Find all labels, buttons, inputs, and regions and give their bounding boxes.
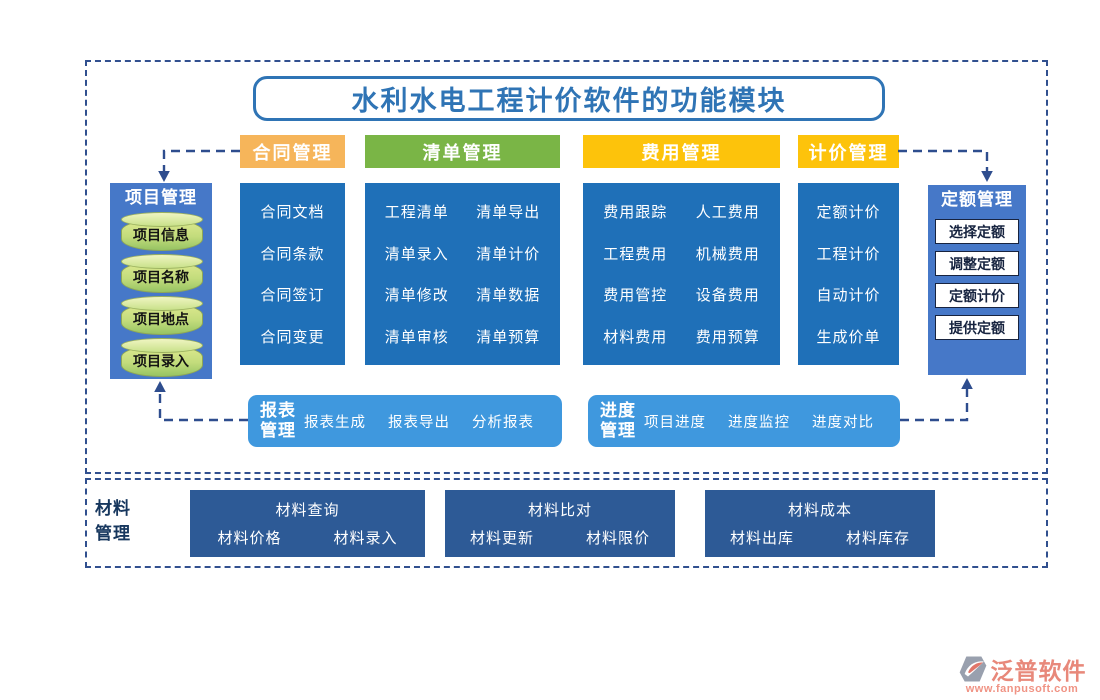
cost-module-box: 费用跟踪 人工费用 工程费用 机械费用 费用管控 设备费用 材料费用 费用预算 [583, 183, 780, 365]
material-group-title: 材料比对 [527, 502, 592, 520]
cost-item: 设备费用 [695, 287, 760, 305]
brand-url[interactable]: www.fanpusoft.com [965, 683, 1079, 695]
progress-item: 进度监控 [728, 414, 790, 431]
material-item: 材料更新 [469, 529, 534, 547]
progress-management-bar: 进度 管理 项目进度 进度监控 进度对比 [588, 395, 900, 447]
inventory-item: 清单计价 [476, 245, 541, 263]
material-compare-box: 材料比对 材料更新 材料限价 [445, 490, 675, 557]
progress-item: 进度对比 [812, 414, 874, 431]
report-item: 分析报表 [472, 414, 534, 431]
cost-item: 人工费用 [695, 204, 760, 222]
database-cylinder-icon: 项目信息 [121, 212, 203, 251]
material-item: 材料库存 [846, 529, 911, 547]
project-panel-title: 项目管理 [125, 188, 197, 207]
project-item-label: 项目地点 [133, 311, 189, 327]
pricing-item: 自动计价 [816, 287, 881, 305]
header-inventory-management: 清单管理 [365, 135, 560, 168]
fanpu-logo[interactable]: 泛普软件 www.fanpusoft.com [946, 652, 1098, 695]
project-item-label: 项目名称 [133, 269, 189, 285]
fanpu-logo-icon [959, 656, 986, 682]
cost-item: 机械费用 [695, 245, 760, 263]
database-cylinder-icon: 项目录入 [121, 338, 203, 377]
report-management-bar: 报表 管理 报表生成 报表导出 分析报表 [248, 395, 562, 447]
inventory-item: 清单数据 [476, 287, 541, 305]
cost-item: 费用预算 [695, 328, 760, 346]
contract-item: 合同变更 [260, 328, 325, 346]
inventory-item: 清单导出 [476, 204, 541, 222]
page-title: 水利水电工程计价软件的功能模块 [253, 76, 885, 121]
inventory-item: 清单录入 [384, 245, 449, 263]
material-cost-box: 材料成本 材料出库 材料库存 [705, 490, 935, 557]
contract-item: 合同条款 [260, 245, 325, 263]
cost-item: 材料费用 [603, 328, 668, 346]
adjust-quota-button[interactable]: 调整定额 [935, 251, 1019, 276]
quota-panel-title: 定额管理 [941, 190, 1013, 209]
report-item: 报表生成 [304, 414, 366, 431]
cost-item: 费用跟踪 [603, 204, 668, 222]
project-item-label: 项目信息 [133, 227, 189, 243]
material-section-frame [85, 478, 1048, 568]
report-bar-label: 报表 管理 [260, 401, 296, 440]
contract-item: 合同文档 [260, 204, 325, 222]
brand-name: 泛普软件 [990, 658, 1087, 684]
material-item: 材料限价 [586, 529, 651, 547]
report-item: 报表导出 [388, 414, 450, 431]
cost-item: 费用管控 [603, 287, 668, 305]
contract-item: 合同签订 [260, 287, 325, 305]
material-group-title: 材料成本 [787, 502, 852, 520]
select-quota-button[interactable]: 选择定额 [935, 219, 1019, 244]
pricing-module-box: 定额计价 工程计价 自动计价 生成价单 [798, 183, 899, 365]
header-pricing-management: 计价管理 [798, 135, 899, 168]
header-cost-management: 费用管理 [583, 135, 780, 168]
material-group-title: 材料查询 [275, 502, 340, 520]
inventory-item: 清单审核 [384, 328, 449, 346]
material-query-box: 材料查询 材料价格 材料录入 [190, 490, 425, 557]
material-item: 材料价格 [217, 529, 282, 547]
material-item: 材料录入 [333, 529, 398, 547]
database-cylinder-icon: 项目名称 [121, 254, 203, 293]
quota-management-panel: 定额管理 选择定额 调整定额 定额计价 提供定额 [928, 185, 1026, 375]
progress-bar-label: 进度 管理 [600, 401, 636, 440]
progress-item: 项目进度 [644, 414, 706, 431]
contract-module-box: 合同文档 合同条款 合同签订 合同变更 [240, 183, 345, 365]
pricing-item: 生成价单 [816, 328, 881, 346]
inventory-item: 清单修改 [384, 287, 449, 305]
pricing-item: 工程计价 [816, 245, 881, 263]
provide-quota-button[interactable]: 提供定额 [935, 315, 1019, 340]
header-contract-management: 合同管理 [240, 135, 345, 168]
project-item-label: 项目录入 [133, 353, 189, 369]
quota-pricing-button[interactable]: 定额计价 [935, 283, 1019, 308]
pricing-item: 定额计价 [816, 204, 881, 222]
main-diagram-frame [85, 60, 1048, 474]
material-item: 材料出库 [729, 529, 794, 547]
inventory-item: 清单预算 [476, 328, 541, 346]
cost-item: 工程费用 [603, 245, 668, 263]
project-management-panel: 项目管理 项目信息 项目名称 项目地点 项目录入 [110, 183, 212, 379]
material-section-label: 材料 管理 [95, 499, 131, 543]
inventory-item: 工程清单 [384, 204, 449, 222]
database-cylinder-icon: 项目地点 [121, 296, 203, 335]
inventory-module-box: 工程清单 清单导出 清单录入 清单计价 清单修改 清单数据 清单审核 清单预算 [365, 183, 560, 365]
